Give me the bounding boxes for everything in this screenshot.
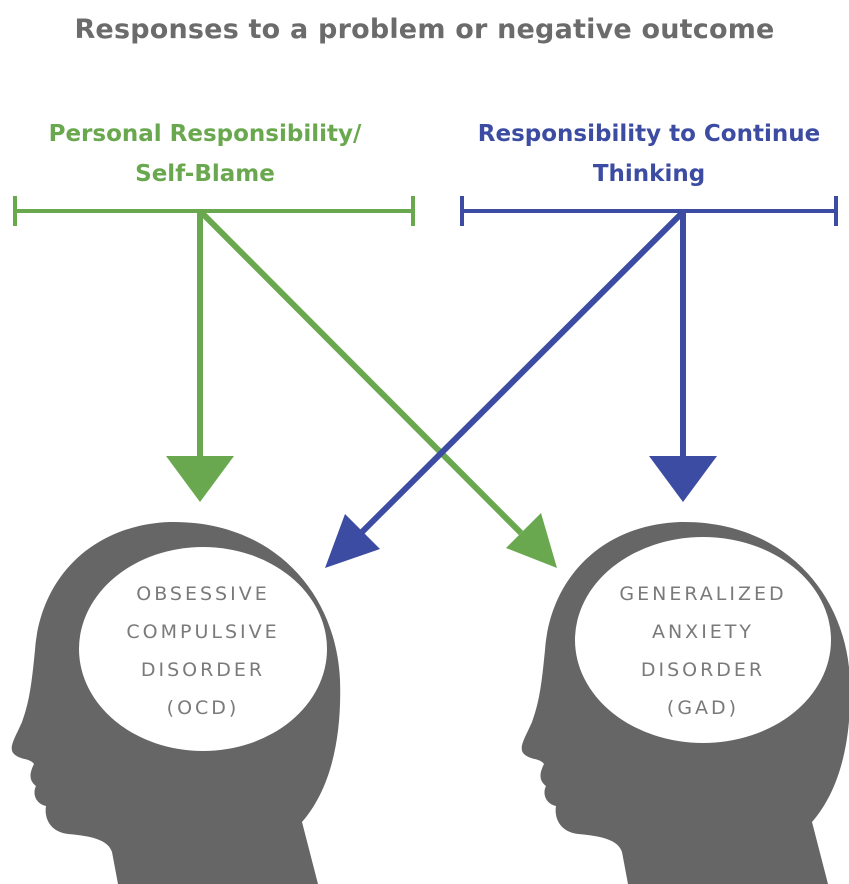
head-oval-ocd [79,547,327,751]
self-blame-label: Personal Responsibility/ Self-Blame [5,114,405,194]
arrow-self-blame-to-ocd [166,213,234,502]
ocd-label-line2: COMPULSIVE [126,621,280,643]
continue-thinking-label-line2: Thinking [592,161,706,187]
arrow-continue-thinking-to-gad [649,213,717,502]
gad-label-line3: DISORDER [640,659,766,681]
continue-thinking-label: Responsibility to Continue Thinking [449,114,849,194]
ocd-label-line4: (OCD) [166,697,240,719]
diagram-title: Responses to a problem or negative outco… [74,14,775,45]
gad-label: GENERALIZED ANXIETY DISORDER (GAD) [578,575,828,727]
gad-label-line2: ANXIETY [651,621,755,643]
continue-thinking-bar [460,196,838,226]
ocd-label: OBSESSIVE COMPULSIVE DISORDER (OCD) [83,575,323,727]
self-blame-label-line1: Personal Responsibility/ [48,121,362,147]
gad-label-line4: (GAD) [666,697,740,719]
continue-thinking-label-line1: Responsibility to Continue [477,121,821,147]
gad-label-line1: GENERALIZED [619,583,787,605]
ocd-label-line3: DISORDER [140,659,266,681]
arrow-continue-thinking-to-ocd [325,210,685,568]
self-blame-bar [13,196,415,226]
self-blame-label-line2: Self-Blame [135,161,275,187]
ocd-label-line1: OBSESSIVE [136,583,270,605]
arrow-self-blame-to-gad [199,210,557,568]
head-oval-gad [575,537,831,743]
